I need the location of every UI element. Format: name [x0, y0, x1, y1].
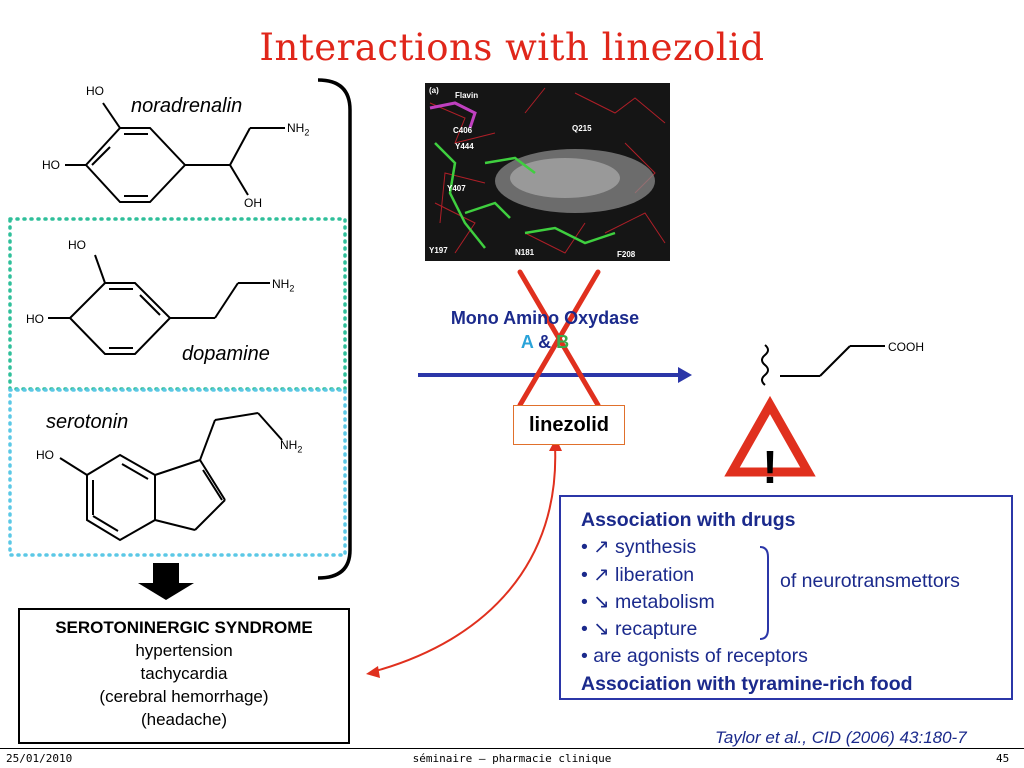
serotonin-nh2: NH2: [280, 438, 303, 455]
label-c406: C406: [453, 126, 473, 135]
dopamine-label: dopamine: [182, 343, 270, 365]
label-n181: N181: [515, 248, 535, 257]
citation: Taylor et al., CID (2006) 43:180-7: [715, 728, 967, 747]
serotonin-structure: [59, 412, 283, 542]
dopamine-nh2: NH2: [272, 277, 295, 294]
footer-page: 45: [996, 752, 1010, 765]
serotonin-frame: [8, 388, 347, 557]
association-heading: Association with drugs: [581, 509, 796, 531]
syndrome-line: (cerebral hemorrhage): [99, 687, 269, 706]
label-flavin: Flavin: [455, 91, 478, 100]
down-arrow: [138, 563, 194, 600]
dopamine-frame: [8, 217, 347, 391]
noradrenalin-nh2: NH2: [287, 121, 310, 138]
isoform-b: B: [556, 332, 570, 352]
enzyme-isoforms: A & B: [400, 330, 690, 354]
acid-cooh: COOH: [888, 340, 924, 354]
dopamine-structure: [48, 254, 270, 355]
dopamine-ho-top: HO: [68, 238, 86, 252]
acid-structure: [761, 344, 885, 386]
label-y444: Y444: [455, 142, 474, 151]
warning-exclamation: !: [762, 441, 778, 493]
footer-date: 25/01/2010: [6, 752, 73, 765]
syndrome-line: hypertension: [135, 641, 233, 660]
warning-triangle-icon: [724, 395, 816, 477]
association-item: • ↘ metabolism: [581, 590, 715, 613]
mao-structure-image: (a) Flavin C406 Y444 Q215 Y407 Y197 N181…: [425, 83, 670, 261]
inhibition-cross: [517, 269, 601, 408]
association-item: • ↗ liberation: [581, 563, 695, 586]
footer-divider: [0, 748, 1024, 749]
syndrome-title: SEROTONINERGIC SYNDROME: [55, 618, 313, 637]
noradrenalin-structure: [65, 102, 285, 203]
structure-render: (a) Flavin C406 Y444 Q215 Y407 Y197 N181…: [425, 83, 670, 261]
label-f208: F208: [617, 250, 636, 259]
noradrenalin-ho-left: HO: [42, 158, 60, 172]
label-y407: Y407: [447, 184, 466, 193]
noradrenalin-label: noradrenalin: [131, 95, 243, 117]
isoform-and: &: [533, 332, 557, 352]
isoform-a: A: [520, 332, 534, 352]
enzyme-name: Mono Amino Oxydase: [450, 308, 640, 328]
neuro-bracket: [759, 546, 769, 640]
bracket-label: of neurotransmettors: [780, 570, 960, 592]
noradrenalin-ho-top: HO: [86, 84, 104, 98]
slide-title: Interactions with linezolid: [259, 26, 765, 69]
noradrenalin-oh: OH: [244, 196, 262, 210]
reaction-arrowhead: [678, 367, 692, 383]
enzyme-label: Mono Amino Oxydase A & B: [400, 306, 690, 354]
dopamine-ho-left: HO: [26, 312, 44, 326]
label-y197: Y197: [429, 246, 448, 255]
curved-arrow: [371, 445, 557, 673]
syndrome-line: tachycardia: [140, 664, 228, 683]
syndrome-box: SEROTONINERGIC SYNDROME hypertension tac…: [18, 608, 350, 744]
association-item: • ↗ synthesis: [581, 536, 697, 559]
association-food: Association with tyramine-rich food: [581, 672, 913, 695]
association-box: Association with drugs • ↗ synthesis • ↗…: [559, 495, 1013, 700]
serotonin-label: serotonin: [46, 411, 129, 433]
association-item: • ↘ recapture: [581, 618, 698, 641]
label-q215: Q215: [572, 124, 592, 133]
association-text: Association with drugs • ↗ synthesis • ↗…: [581, 507, 913, 698]
curved-arrow-head-bottom: [366, 666, 380, 678]
panel-label: (a): [429, 86, 439, 95]
association-item: • are agonists of receptors: [581, 645, 808, 668]
serotonin-ho-left: HO: [36, 448, 54, 462]
footer-center: séminaire – pharmacie clinique: [412, 752, 612, 765]
linezolid-box: linezolid: [513, 405, 625, 445]
syndrome-line: (headache): [140, 710, 227, 729]
group-bracket: [317, 78, 352, 580]
